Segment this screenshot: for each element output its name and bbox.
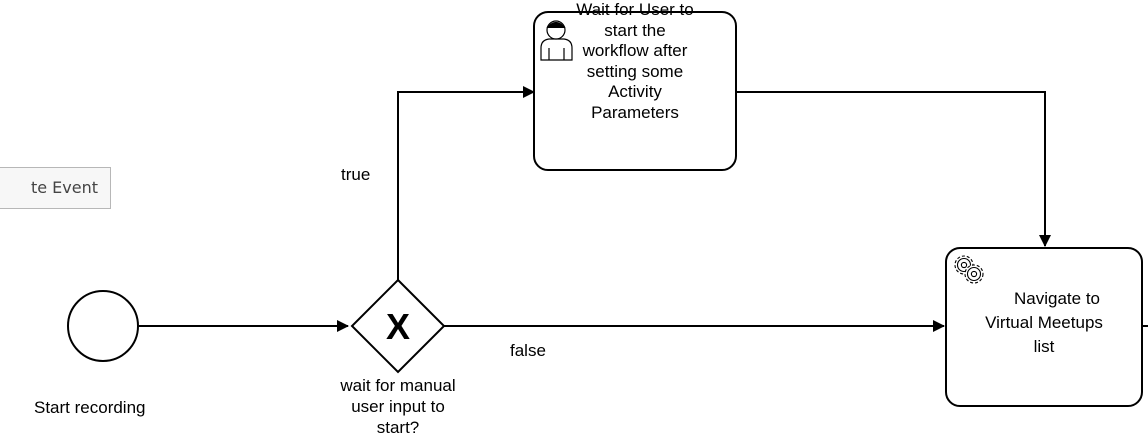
gateway-label-line: user input to (351, 397, 445, 416)
user-task-label: Wait for User to start the workflow afte… (534, 0, 736, 123)
create-event-button-label: te Event (30, 178, 98, 197)
user-task-label-line: start the (604, 20, 666, 40)
gateway-x-marker: X (386, 306, 410, 347)
gateway-label: wait for manual user input to start? (318, 375, 478, 438)
start-event-label: Start recording (34, 398, 146, 417)
service-task-label-line: list (1033, 337, 1055, 356)
service-task-label: Navigate to Virtual Meetups list (946, 287, 1142, 359)
service-task[interactable] (945, 247, 1143, 407)
user-task-label-line: setting some (586, 61, 684, 81)
user-task-label-line: Wait for User to (576, 0, 694, 19)
flow-true-label: true (341, 165, 371, 184)
gateway-label-line: wait for manual (340, 376, 456, 395)
flow-true[interactable] (397, 86, 535, 280)
exclusive-gateway[interactable]: X (350, 278, 446, 374)
user-task[interactable] (533, 11, 737, 171)
service-task-label-line: Virtual Meetups (985, 313, 1103, 332)
user-task-label-line: workflow after (582, 41, 688, 60)
user-task-label-line: Activity (608, 82, 662, 101)
start-event[interactable] (67, 290, 139, 362)
flow-usertask-to-servicetask[interactable] (736, 91, 1051, 247)
gateway-label-line: start? (376, 418, 420, 437)
flow-false-label: false (510, 341, 546, 360)
gear-icon (954, 255, 984, 284)
create-event-button[interactable]: te Event (0, 167, 111, 209)
service-task-label-line: Navigate to (1014, 289, 1100, 308)
user-icon (540, 20, 573, 61)
user-task-label-line: Parameters (591, 102, 679, 122)
